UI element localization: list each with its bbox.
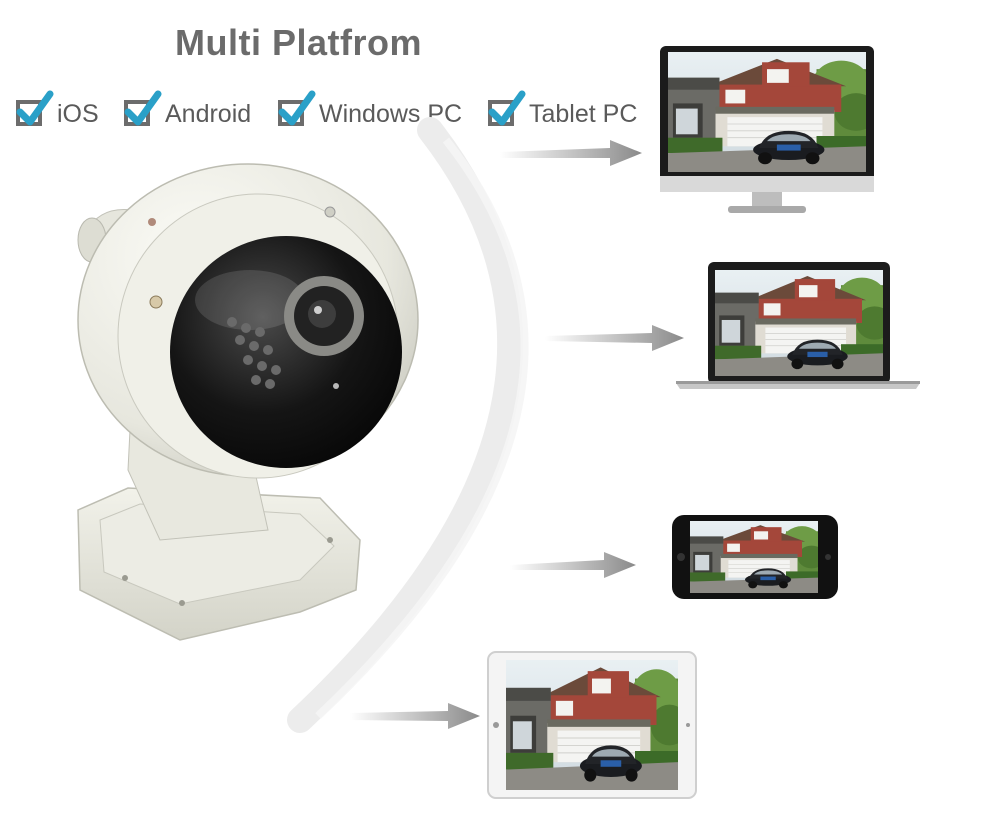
- checkmark-icon: [16, 90, 54, 126]
- checkmark-icon: [488, 90, 526, 126]
- ptz-camera-illustration: [77, 163, 419, 641]
- platform-label: iOS: [57, 99, 99, 128]
- platform-label: Android: [165, 99, 252, 128]
- arrow-right-icon: [500, 140, 642, 166]
- platform-label: Tablet PC: [529, 99, 638, 128]
- laptop-device: [676, 262, 920, 389]
- windows-pc-checkbox: [276, 90, 316, 128]
- tablet-device: [487, 651, 697, 799]
- platform-windows-pc: Windows PC: [276, 84, 462, 134]
- arrow-right-icon: [545, 325, 684, 351]
- checkmark-icon: [278, 90, 316, 126]
- checkmark-icon: [124, 90, 162, 126]
- platform-tablet-pc: Tablet PC: [486, 84, 637, 134]
- smartphone-device: [672, 515, 838, 599]
- page-title: Multi Platfrom: [175, 22, 422, 63]
- tablet-pc-checkbox: [486, 90, 526, 128]
- platform-ios: iOS: [14, 84, 99, 134]
- arc-swoosh: [287, 117, 524, 733]
- arrow-right-icon: [510, 552, 636, 578]
- platform-list: iOS Android Windows PC Tablet PC: [14, 84, 714, 134]
- arrow-right-icon: [350, 703, 480, 729]
- android-checkbox: [122, 90, 162, 128]
- monitor-device: [660, 46, 874, 213]
- platform-android: Android: [122, 84, 251, 134]
- ios-checkbox: [14, 90, 54, 128]
